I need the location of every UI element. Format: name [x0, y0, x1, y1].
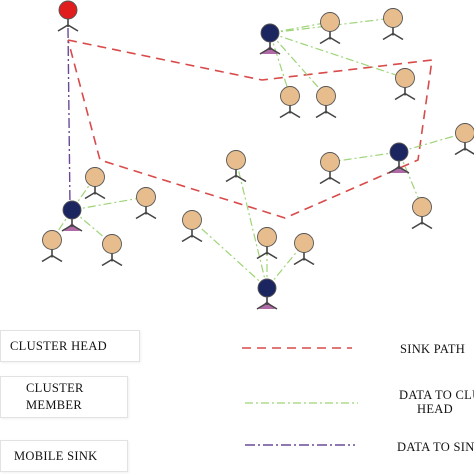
node-body: [257, 227, 277, 247]
cluster-member-node-icon: [319, 12, 341, 45]
node-stand: [256, 246, 278, 260]
node-stand: [388, 161, 410, 174]
node-stand: [84, 186, 106, 200]
node-body: [320, 12, 340, 32]
node-stand: [181, 229, 203, 243]
link-ch1-m1: [269, 21, 331, 34]
link-ch2-m2: [329, 151, 400, 163]
cluster-member-node-icon: [454, 123, 474, 156]
sensor-nodes: [41, 0, 474, 310]
node-stand: [279, 105, 301, 119]
legend-sink-path-label: SINK PATH: [400, 342, 465, 356]
node-body: [316, 86, 336, 106]
node-stand: [293, 252, 315, 266]
cluster-member-node-icon: [256, 227, 278, 260]
cluster-member-node-icon: [41, 230, 63, 263]
node-stand: [319, 171, 341, 185]
cluster-member-node-icon: [84, 167, 106, 200]
node-stand: [41, 249, 63, 263]
node-body: [320, 152, 340, 172]
legend-data-to-cluster-head-label-line2: HEAD: [417, 402, 453, 416]
node-body: [85, 167, 105, 187]
cluster-member-node-icon: [101, 234, 123, 267]
link-ch1-m3: [269, 32, 291, 97]
sink-path-line: [67, 39, 433, 219]
node-stand: [411, 216, 433, 230]
node-body: [395, 68, 415, 88]
node-stand: [454, 142, 474, 156]
link-ch1-m5: [269, 32, 406, 79]
node-body: [226, 150, 246, 170]
node-stand: [135, 206, 157, 220]
link-ch4-m2: [191, 219, 268, 289]
node-stand: [394, 87, 416, 101]
link-ch1-m4: [269, 32, 327, 97]
node-stand: [259, 42, 281, 55]
cluster-head-node-icon: [388, 142, 410, 174]
node-body: [136, 187, 156, 207]
node-body: [102, 234, 122, 254]
link-ch1-m2: [269, 17, 394, 34]
node-body: [389, 142, 409, 162]
node-stand: [61, 219, 83, 232]
cluster-member-node-icon: [394, 68, 416, 101]
link-ch3-m2: [71, 196, 147, 211]
node-body: [42, 230, 62, 250]
mobile-sink-node-icon: [57, 0, 79, 32]
cluster-member-node-icon: [319, 152, 341, 185]
cluster-head-node-icon: [259, 23, 281, 55]
node-body: [383, 8, 403, 28]
cluster-member-node-icon: [181, 210, 203, 243]
cluster-member-node-icon: [293, 233, 315, 266]
node-stand: [101, 253, 123, 267]
cluster-member-node-icon: [315, 86, 337, 119]
node-body: [257, 278, 277, 298]
node-body: [280, 86, 300, 106]
node-body: [412, 197, 432, 217]
legend-mobile-sink-box: [0, 440, 128, 472]
node-stand: [57, 19, 79, 32]
cluster-member-node-icon: [135, 187, 157, 220]
link-ch2-m1: [398, 132, 466, 153]
cluster-member-node-icon: [225, 150, 247, 183]
node-body: [62, 200, 82, 220]
link-ch4-m1: [235, 159, 268, 289]
node-stand: [382, 27, 404, 41]
data-to-sink-link: [67, 27, 71, 209]
cluster-member-node-icon: [279, 86, 301, 119]
node-stand: [225, 169, 247, 183]
node-body: [455, 123, 474, 143]
cluster-member-node-icon: [382, 8, 404, 41]
cluster-head-node-icon: [256, 278, 278, 310]
legend-cluster-head-box: [0, 330, 140, 362]
node-stand: [315, 105, 337, 119]
cluster-head-node-icon: [61, 200, 83, 232]
node-body: [260, 23, 280, 43]
cluster-member-node-icon: [411, 197, 433, 230]
legend-data-to-sink-label: DATA TO SINK: [397, 440, 474, 454]
node-stand: [319, 31, 341, 45]
node-body: [58, 0, 78, 20]
node-body: [182, 210, 202, 230]
legend-data-to-cluster-head-label-line1: DATA TO CLUSTER: [399, 388, 474, 402]
legend-cluster-member-box: [0, 376, 128, 418]
node-body: [294, 233, 314, 253]
node-stand: [256, 297, 278, 310]
